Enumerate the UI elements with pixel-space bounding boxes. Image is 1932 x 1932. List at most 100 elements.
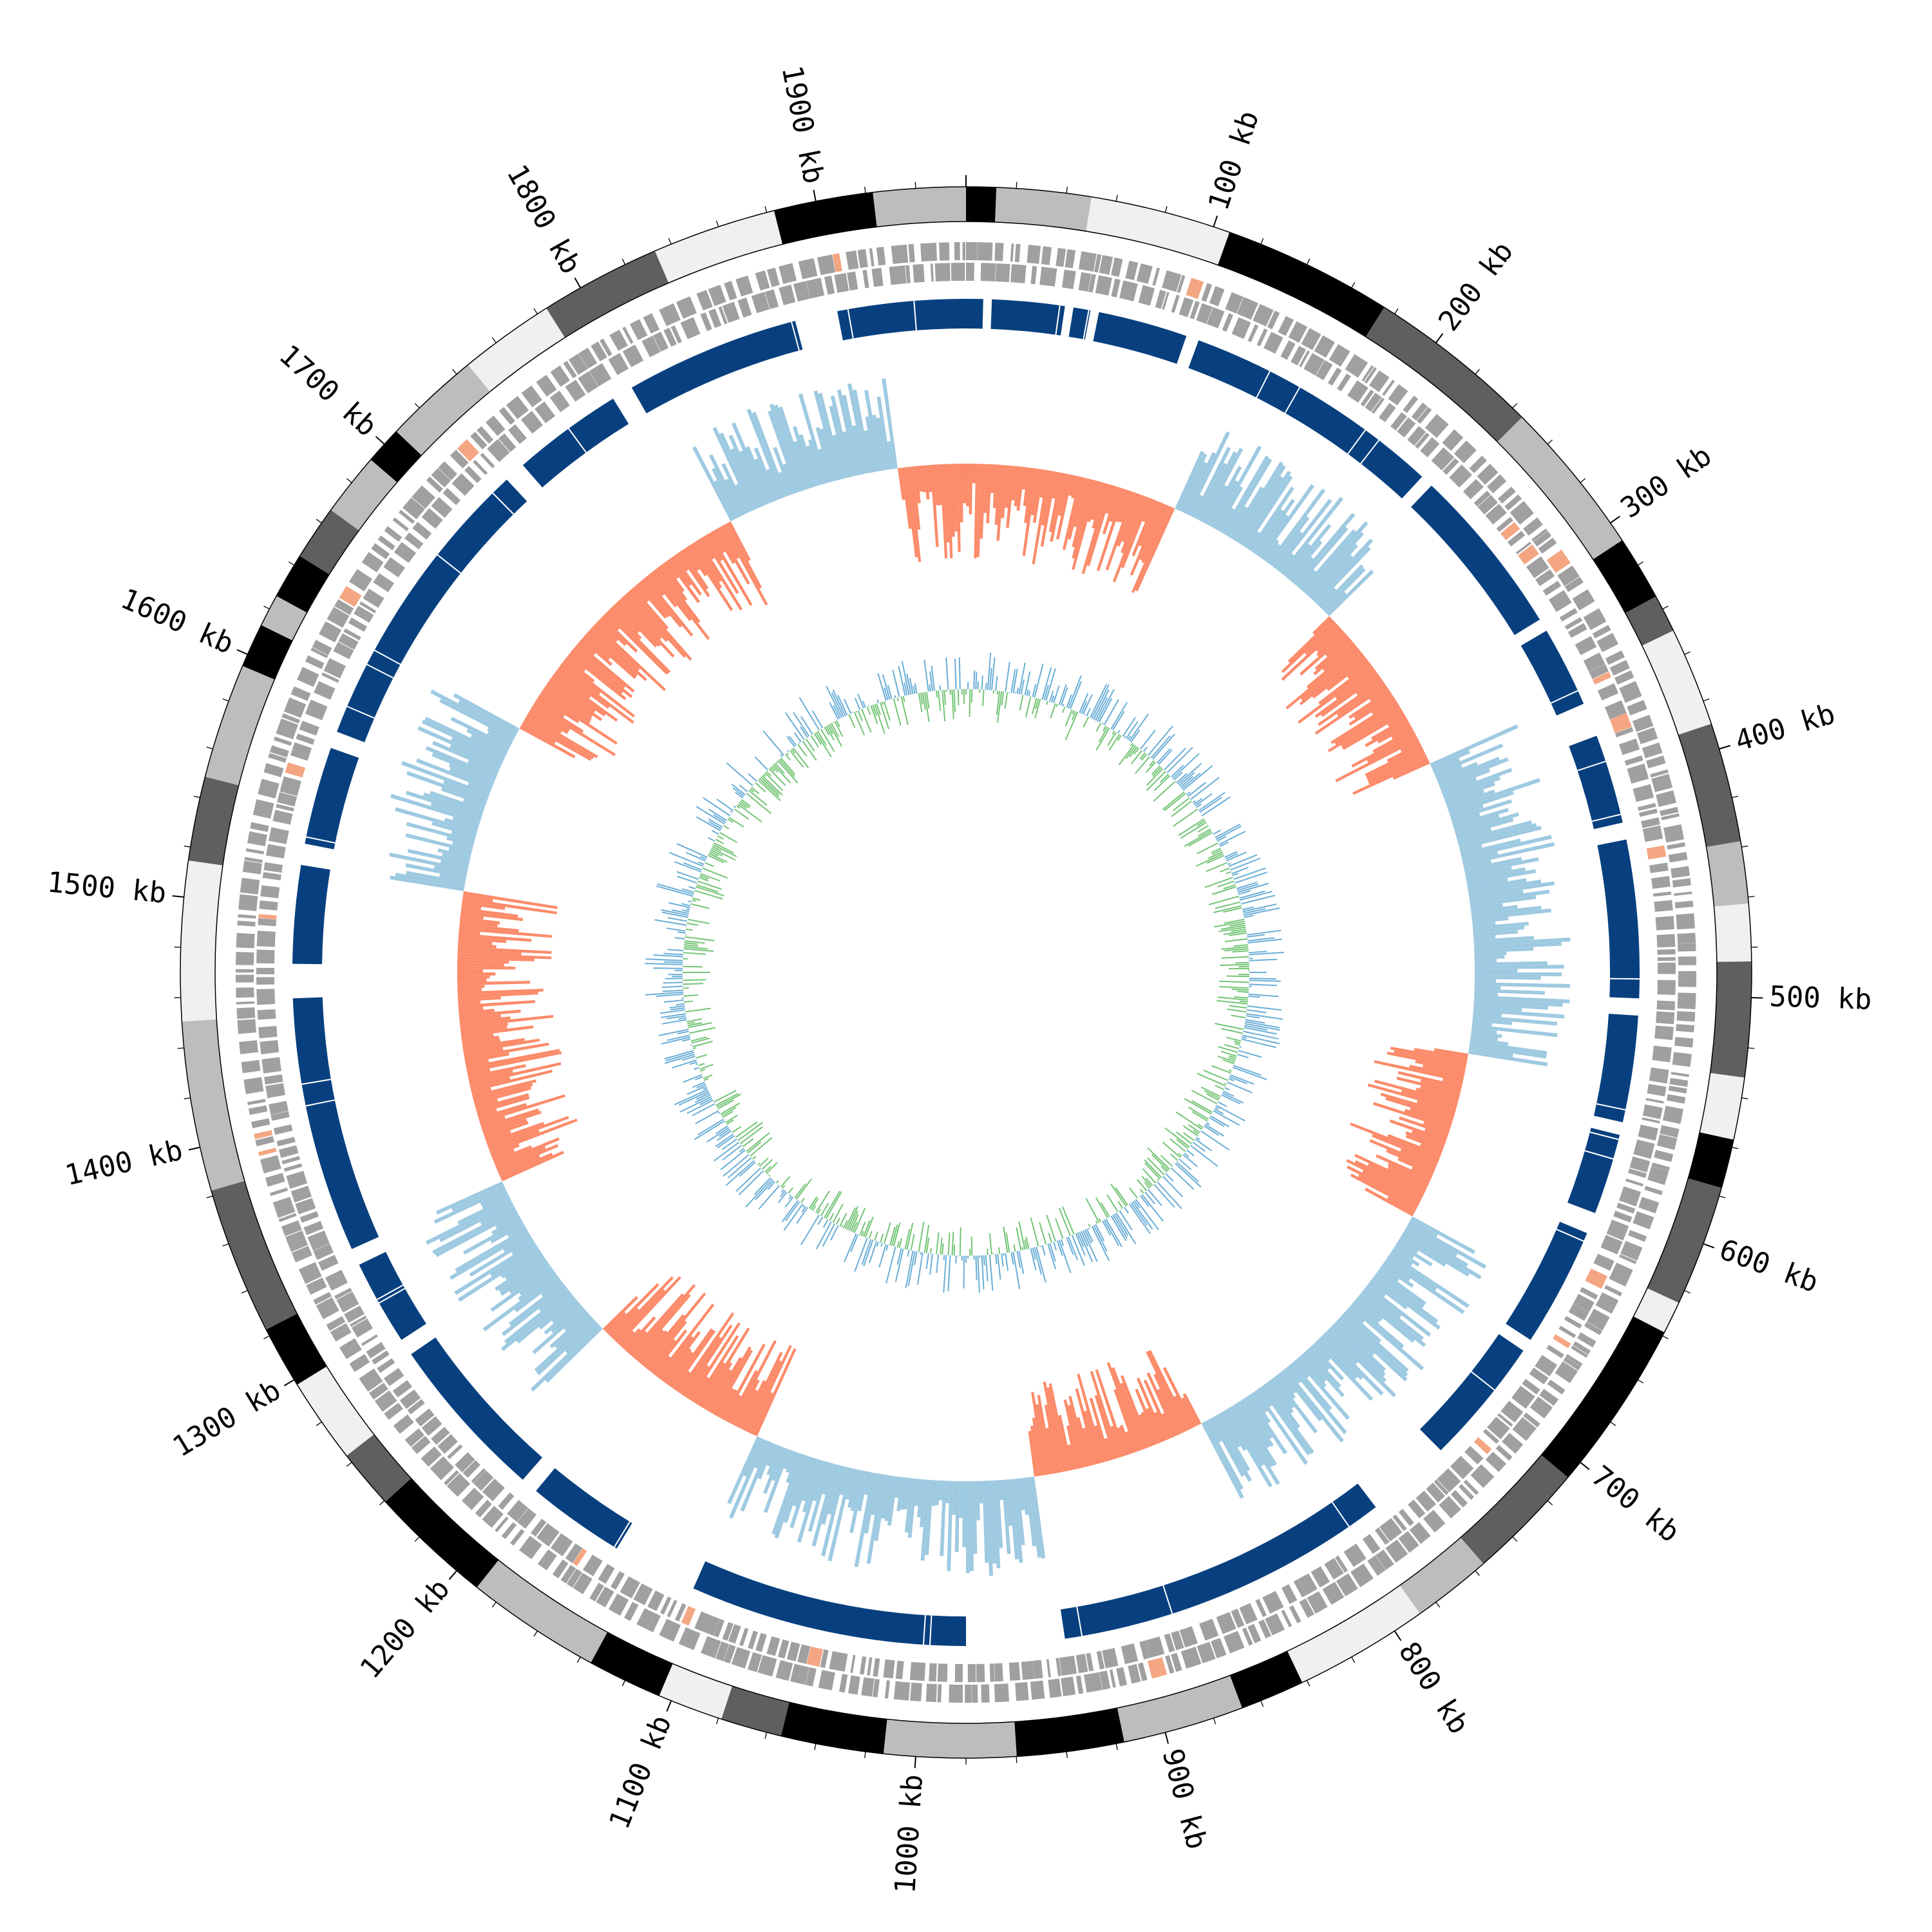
gc-skew-negative-bar bbox=[1455, 817, 1514, 837]
gc-content-bar bbox=[667, 917, 688, 922]
gc-content-bar bbox=[800, 1197, 805, 1204]
gc-content-bar bbox=[846, 1206, 859, 1230]
gc-content-bar bbox=[1032, 684, 1037, 697]
gc-content-bar bbox=[1162, 1141, 1181, 1159]
gene-feature bbox=[462, 1488, 484, 1510]
gc-skew-positive-bar bbox=[688, 1322, 741, 1401]
gene-feature bbox=[1651, 876, 1671, 889]
gc-content-bar bbox=[1119, 1210, 1133, 1231]
gc-content-bar bbox=[907, 1251, 916, 1287]
gc-content-bar bbox=[1236, 1054, 1249, 1059]
gc-content-bar bbox=[668, 851, 704, 867]
gene-feature bbox=[1423, 1510, 1446, 1533]
gc-skew-negative-bar bbox=[450, 1230, 529, 1280]
gene-feature bbox=[966, 242, 978, 261]
gene-feature bbox=[260, 885, 280, 898]
gc-skew-negative-bar bbox=[1468, 1047, 1513, 1057]
outer-segment bbox=[1497, 417, 1622, 560]
gc-content-bar bbox=[683, 952, 706, 955]
gene-feature bbox=[307, 1230, 330, 1251]
gc-skew-positive-bar bbox=[636, 1329, 665, 1362]
gene-feature bbox=[399, 509, 415, 524]
gc-skew-positive-bar bbox=[458, 996, 502, 1002]
outer-segment bbox=[781, 1702, 887, 1754]
minor-tick bbox=[452, 368, 457, 375]
gc-content-bar bbox=[1164, 793, 1186, 811]
gene-feature bbox=[1048, 1678, 1062, 1698]
gc-skew-positive-bar bbox=[1109, 488, 1124, 522]
gene-feature bbox=[1407, 426, 1426, 446]
gc-content-bar bbox=[859, 1222, 866, 1236]
gc-content-bar bbox=[1200, 1086, 1221, 1097]
gene-feature bbox=[1388, 384, 1408, 406]
gc-skew-negative-bar bbox=[1463, 842, 1555, 866]
gc-content-bar bbox=[696, 886, 724, 896]
gc-skew-negative-bar bbox=[1278, 553, 1294, 573]
gc-skew-positive-bar bbox=[623, 593, 668, 642]
gene-feature bbox=[779, 285, 796, 306]
gene-feature bbox=[241, 1059, 261, 1074]
gc-content-bar bbox=[902, 696, 905, 703]
gene-feature bbox=[566, 1569, 582, 1588]
gc-skew-negative-bar bbox=[1320, 564, 1364, 610]
gc-content-bar bbox=[1060, 687, 1068, 706]
gc-skew-negative-bar bbox=[783, 1450, 793, 1470]
gc-content-bar bbox=[1016, 687, 1019, 694]
gene-feature bbox=[624, 1602, 639, 1622]
gc-content-bar bbox=[715, 1133, 734, 1148]
gc-skew-negative-bar bbox=[849, 1470, 866, 1533]
gc-skew-negative-bar bbox=[1256, 1388, 1273, 1408]
gc-content-bar bbox=[672, 909, 689, 914]
gc-content-bar bbox=[1228, 854, 1258, 867]
gc-skew-positive-bar bbox=[1030, 468, 1041, 516]
gc-skew-positive-bar bbox=[994, 464, 1002, 525]
gc-skew-positive-bar bbox=[1032, 470, 1051, 565]
gene-feature bbox=[994, 242, 1004, 261]
gc-content-bar bbox=[1112, 730, 1115, 735]
gc-content-bar bbox=[1036, 1246, 1046, 1283]
gc-skew-positive-bar bbox=[574, 645, 626, 689]
gc-content-bar bbox=[1124, 735, 1126, 738]
gc-content-bar bbox=[1245, 1019, 1265, 1024]
gc-skew-negative-bar bbox=[1372, 1276, 1441, 1330]
gene-feature bbox=[518, 1535, 542, 1560]
gene-feature bbox=[257, 1009, 276, 1020]
gene-feature bbox=[1307, 1591, 1328, 1614]
gene-feature bbox=[1672, 1052, 1692, 1067]
gc-content-bar bbox=[645, 963, 683, 965]
gc-skew-negative-bar bbox=[1358, 1294, 1416, 1343]
gc-skew-positive-bar bbox=[1075, 1388, 1099, 1465]
gc-content-bar bbox=[1204, 1123, 1224, 1137]
gc-content-bar bbox=[1217, 1056, 1235, 1063]
gc-content-bar bbox=[953, 689, 956, 712]
gc-skew-positive-bar bbox=[1068, 475, 1076, 497]
gene-feature bbox=[1086, 1653, 1094, 1672]
gene-feature bbox=[1548, 590, 1572, 612]
gene-feature bbox=[1030, 1680, 1045, 1700]
gc-skew-positive-bar bbox=[1153, 1374, 1184, 1434]
gc-skew-positive-bar bbox=[462, 897, 557, 914]
gc-content-bar bbox=[906, 674, 912, 695]
gc-skew-negative-bar bbox=[442, 853, 470, 863]
gc-skew-negative-bar bbox=[1207, 466, 1242, 526]
gc-content-bar bbox=[685, 936, 715, 942]
outer-segment bbox=[1593, 540, 1656, 614]
gc-skew-negative-bar bbox=[1275, 498, 1332, 571]
block-separator bbox=[1162, 1585, 1173, 1615]
gene-feature bbox=[995, 263, 1010, 283]
gc-skew-positive-bar bbox=[1281, 625, 1341, 681]
gc-skew-negative-bar bbox=[1454, 814, 1500, 831]
gc-skew-positive-bar bbox=[483, 1118, 527, 1136]
gc-skew-positive-bar bbox=[1350, 1173, 1417, 1211]
gc-content-bar bbox=[1164, 747, 1186, 771]
gene-feature bbox=[891, 244, 909, 264]
gc-content-bar bbox=[1233, 944, 1248, 947]
gc-skew-negative-bar bbox=[405, 863, 467, 878]
gene-feature bbox=[535, 401, 556, 424]
gc-content-bar bbox=[732, 1126, 742, 1133]
gc-skew-negative-bar bbox=[1267, 1380, 1294, 1414]
gc-skew-positive-bar bbox=[962, 464, 966, 504]
minor-tick bbox=[621, 258, 626, 265]
gc-skew-positive-bar bbox=[1082, 1428, 1095, 1466]
gc-content-bar bbox=[1144, 1159, 1162, 1179]
